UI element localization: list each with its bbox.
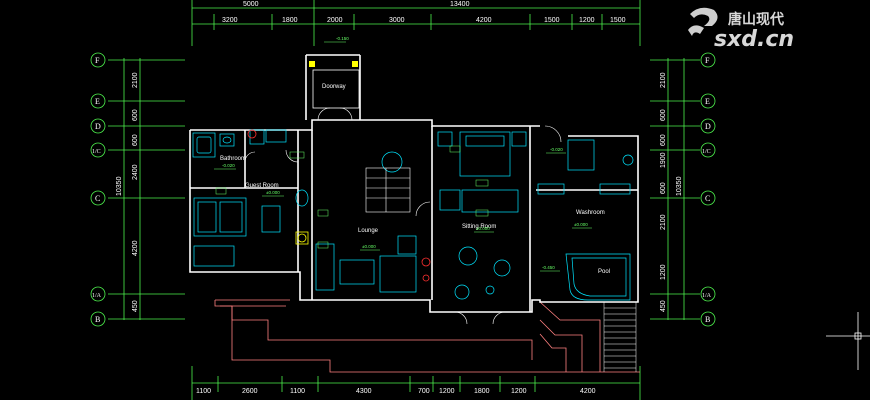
- axis-right-1C: 1/C: [702, 149, 711, 155]
- doors: [244, 107, 562, 325]
- dim-top-2: 1800: [282, 17, 298, 24]
- dim-right-6: 2100: [660, 214, 667, 230]
- dim-right-5: 600: [660, 182, 667, 194]
- axis-right-F: F: [705, 56, 710, 65]
- dim-top-5: 4200: [476, 17, 492, 24]
- dim-left-2: 600: [132, 109, 139, 121]
- fixtures: [192, 129, 634, 301]
- dim-top-total-1: 5000: [243, 1, 259, 8]
- dim-top-3: 2000: [327, 17, 343, 24]
- dim-left-5: 4200: [132, 240, 139, 256]
- terrace-outline: [214, 299, 640, 373]
- level-pool: -0.450: [542, 265, 555, 270]
- axis-right-B: B: [705, 315, 710, 324]
- pool-stairs: [603, 302, 637, 372]
- dim-left-total: 10350: [116, 176, 123, 196]
- dim-right-3: 600: [660, 134, 667, 146]
- dim-left-1: 2100: [132, 72, 139, 88]
- level-lounge: ±0.000: [362, 244, 376, 249]
- axis-left-1A: 1/A: [92, 293, 102, 299]
- dim-right-2: 600: [660, 109, 667, 121]
- right-axis-lines: [650, 58, 700, 320]
- room-guest-label: Guest Room: [245, 183, 279, 189]
- top-dimension-lines: [191, 0, 641, 46]
- axis-left-1C: 1/C: [92, 149, 101, 155]
- right-axis-bubbles: [700, 52, 716, 327]
- left-dims: 2100 600 600 2400 10350 4200 450: [116, 72, 139, 312]
- doorway-box: [312, 69, 360, 109]
- room-washroom-label: Washroom: [576, 210, 605, 216]
- doorway-columns: [309, 61, 358, 67]
- level-wash: -0.020: [550, 147, 563, 152]
- room-doorway-label: Doorway: [322, 84, 346, 90]
- dim-bottom-4: 4300: [356, 388, 372, 395]
- stair: [365, 167, 411, 213]
- dim-top-8: 1500: [610, 17, 626, 24]
- dim-top-4: 3000: [389, 17, 405, 24]
- room-lounge-label: Lounge: [358, 228, 379, 234]
- green-tags: [215, 145, 489, 249]
- axis-left-F: F: [95, 56, 100, 65]
- right-dims: 2100 600 600 1900 600 2100 10350 1200 45…: [660, 72, 683, 312]
- level-guest: ±0.000: [266, 190, 280, 195]
- room-pool-label: Pool: [598, 269, 610, 275]
- dim-right-8: 450: [660, 300, 667, 312]
- left-axis-lines: [108, 58, 185, 320]
- bottom-dimension-lines: [191, 366, 641, 400]
- axis-left-C: C: [95, 194, 100, 203]
- walls: [189, 54, 639, 313]
- room-bathroom-label: Bathroom: [220, 156, 246, 162]
- axis-left-E: E: [95, 97, 100, 106]
- dim-bottom-7: 1800: [474, 388, 490, 395]
- axis-left-B: B: [95, 315, 100, 324]
- room-sitting-label: Sitting Room: [462, 224, 496, 230]
- level-wash2: ±0.000: [574, 222, 588, 227]
- axis-right-E: E: [705, 97, 710, 106]
- level-bath: -0.020: [222, 163, 235, 168]
- dim-left-6: 450: [132, 300, 139, 312]
- level-marks: [214, 41, 592, 272]
- dim-bottom-5: 700: [418, 388, 430, 395]
- dim-top-7: 1200: [579, 17, 595, 24]
- yellow-fixtures: [295, 231, 309, 245]
- dim-bottom-9: 4200: [580, 388, 596, 395]
- cad-crosshair: [826, 312, 870, 370]
- logo-cn: 唐山现代: [728, 11, 784, 28]
- dim-right-4: 1900: [660, 152, 667, 168]
- dim-bottom-6: 1200: [439, 388, 455, 395]
- dim-bottom-8: 1200: [511, 388, 527, 395]
- level-sitting: ±0.000: [476, 226, 490, 231]
- watermark-logo: 唐山现代 sxd.cn: [688, 7, 794, 52]
- dim-top-1: 3200: [222, 17, 238, 24]
- dim-left-4: 2400: [132, 164, 139, 180]
- dim-bottom-2: 2600: [242, 388, 258, 395]
- dim-right-total: 10350: [676, 176, 683, 196]
- dim-right-7: 1200: [660, 264, 667, 280]
- logo-mark-icon: [688, 7, 718, 36]
- axis-right-C: C: [705, 194, 710, 203]
- dim-bottom-3: 1100: [290, 388, 305, 395]
- axis-left-D: D: [95, 122, 101, 131]
- axis-right-D: D: [705, 122, 711, 131]
- level-top: -0.150: [336, 36, 349, 41]
- dim-left-3: 600: [132, 134, 139, 146]
- left-axis-bubbles: [90, 52, 106, 327]
- logo-en: sxd.cn: [714, 27, 794, 52]
- accents: [247, 129, 431, 282]
- dim-bottom-1: 1100: [196, 388, 211, 395]
- dim-top-total-2: 13400: [450, 1, 470, 8]
- dim-top-6: 1500: [544, 17, 560, 24]
- axis-right-1A: 1/A: [702, 293, 712, 299]
- dim-right-1: 2100: [660, 72, 667, 88]
